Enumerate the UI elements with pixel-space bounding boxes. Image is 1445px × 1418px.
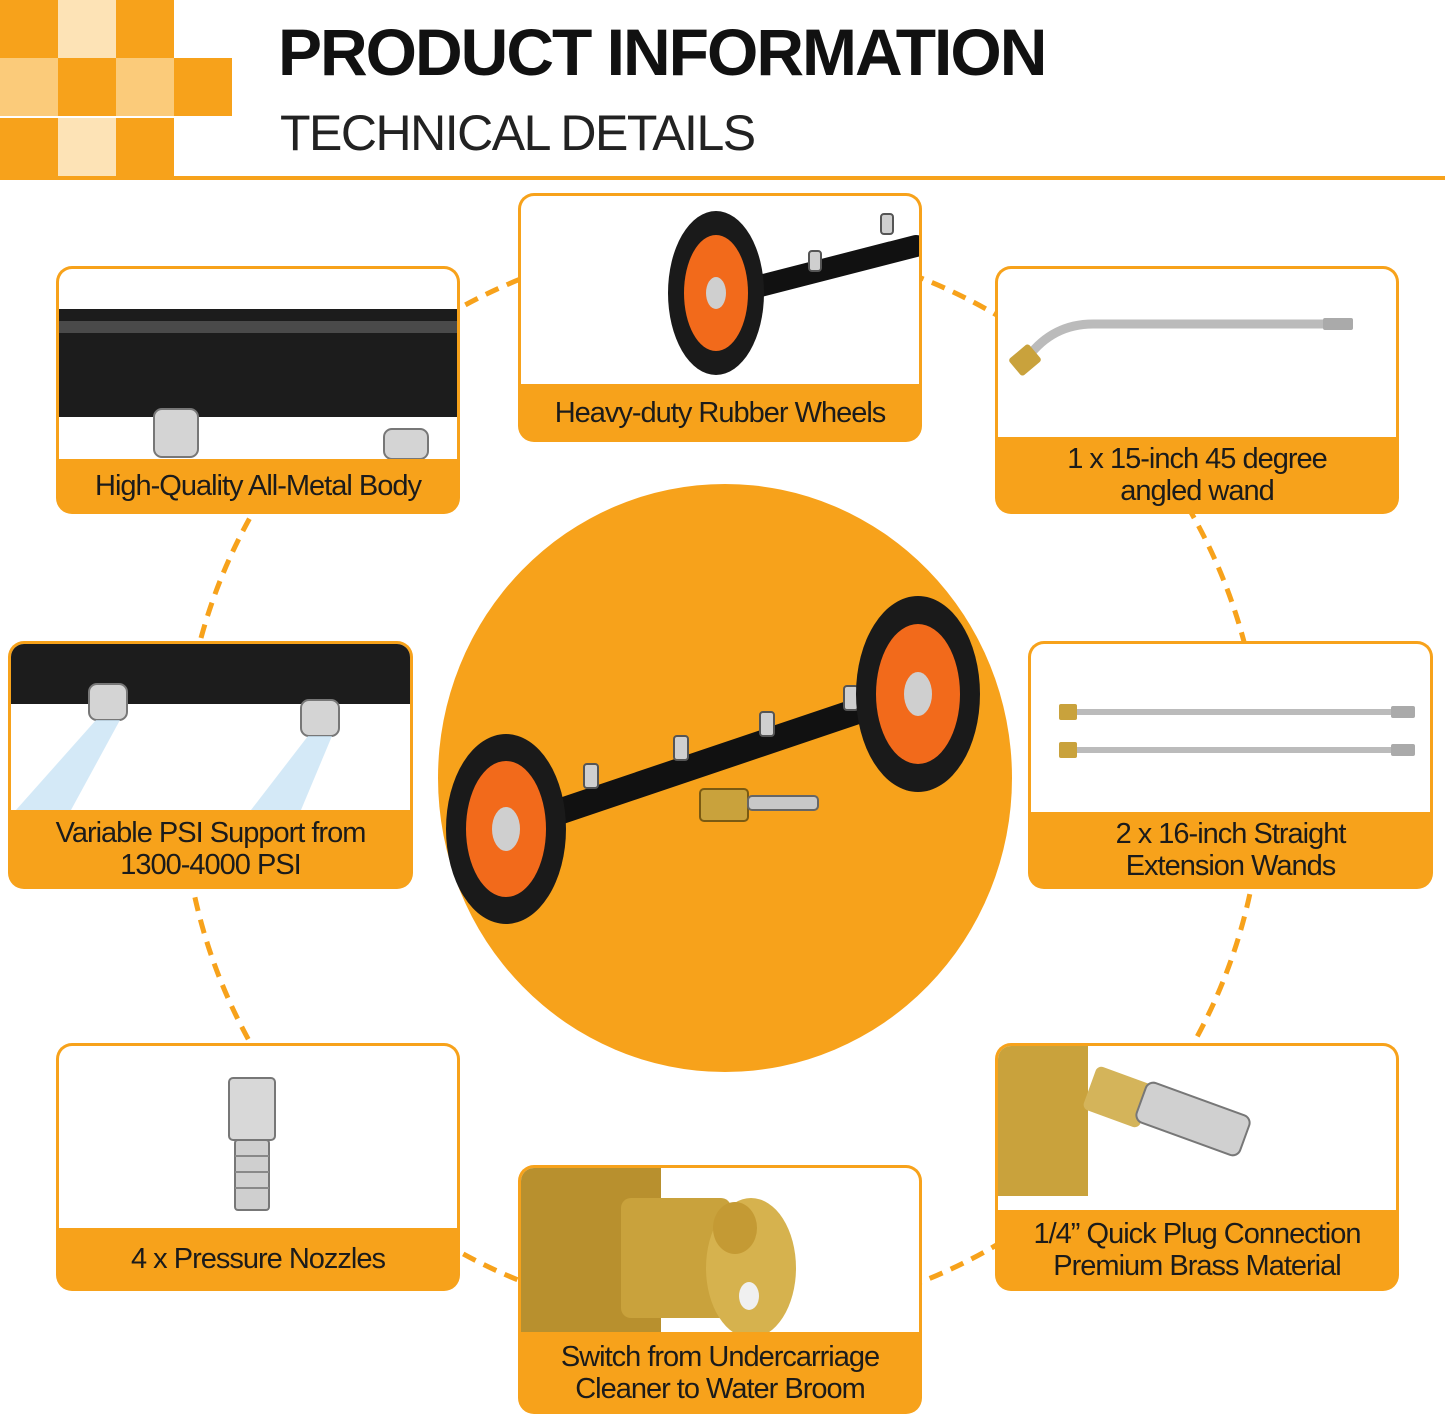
feature-card-rubber-wheels: Heavy-duty Rubber Wheels (518, 193, 922, 442)
checker-square (0, 58, 58, 116)
feature-card-variable-psi: Variable PSI Support from 1300-4000 PSI (8, 641, 413, 889)
feature-label: 1/4” Quick Plug Connection Premium Brass… (1033, 1218, 1361, 1282)
checker-square (0, 118, 58, 176)
metal-bar-icon (59, 309, 457, 459)
brass-switch-icon (521, 1168, 796, 1332)
feature-label: Switch from Undercarriage Cleaner to Wat… (560, 1341, 880, 1405)
checker-square (116, 0, 174, 58)
feature-card-brass-switch: Switch from Undercarriage Cleaner to Wat… (518, 1165, 922, 1414)
checker-square (0, 0, 58, 58)
checker-square (58, 58, 116, 116)
checker-square (174, 58, 232, 116)
feature-label: High-Quality All-Metal Body (95, 470, 422, 502)
header-divider (0, 176, 1445, 180)
feature-card-straight-wands: 2 x 16-inch Straight Extension Wands (1028, 641, 1433, 889)
checker-square (116, 118, 174, 176)
feature-label: 4 x Pressure Nozzles (131, 1243, 386, 1275)
feature-label: Variable PSI Support from 1300-4000 PSI (55, 817, 367, 881)
feature-card-quick-plug: 1/4” Quick Plug Connection Premium Brass… (995, 1043, 1399, 1291)
page-subtitle: TECHNICAL DETAILS (280, 105, 756, 161)
straight-wands-icon (1059, 704, 1415, 758)
feature-card-pressure-nozzles: 4 x Pressure Nozzles (56, 1043, 460, 1291)
rubber-wheel-icon (668, 211, 919, 375)
pressure-nozzle-icon (228, 1077, 276, 1211)
spray-nozzle-icon (11, 644, 410, 810)
feature-label: 1 x 15-inch 45 degree angled wand (1067, 443, 1328, 507)
feature-card-angled-wand: 1 x 15-inch 45 degree angled wand (995, 266, 1399, 514)
checker-square (58, 0, 116, 58)
quick-plug-icon (998, 1046, 1251, 1196)
feature-card-metal-body: High-Quality All-Metal Body (56, 266, 460, 514)
page-title: PRODUCT INFORMATION (278, 15, 1047, 89)
checker-square (58, 118, 116, 176)
checker-square (116, 58, 174, 116)
undercarriage-cleaner-icon (446, 596, 980, 924)
feature-label: 2 x 16-inch Straight Extension Wands (1115, 818, 1347, 882)
angled-wand-icon (1009, 318, 1353, 376)
feature-label: Heavy-duty Rubber Wheels (554, 397, 887, 429)
